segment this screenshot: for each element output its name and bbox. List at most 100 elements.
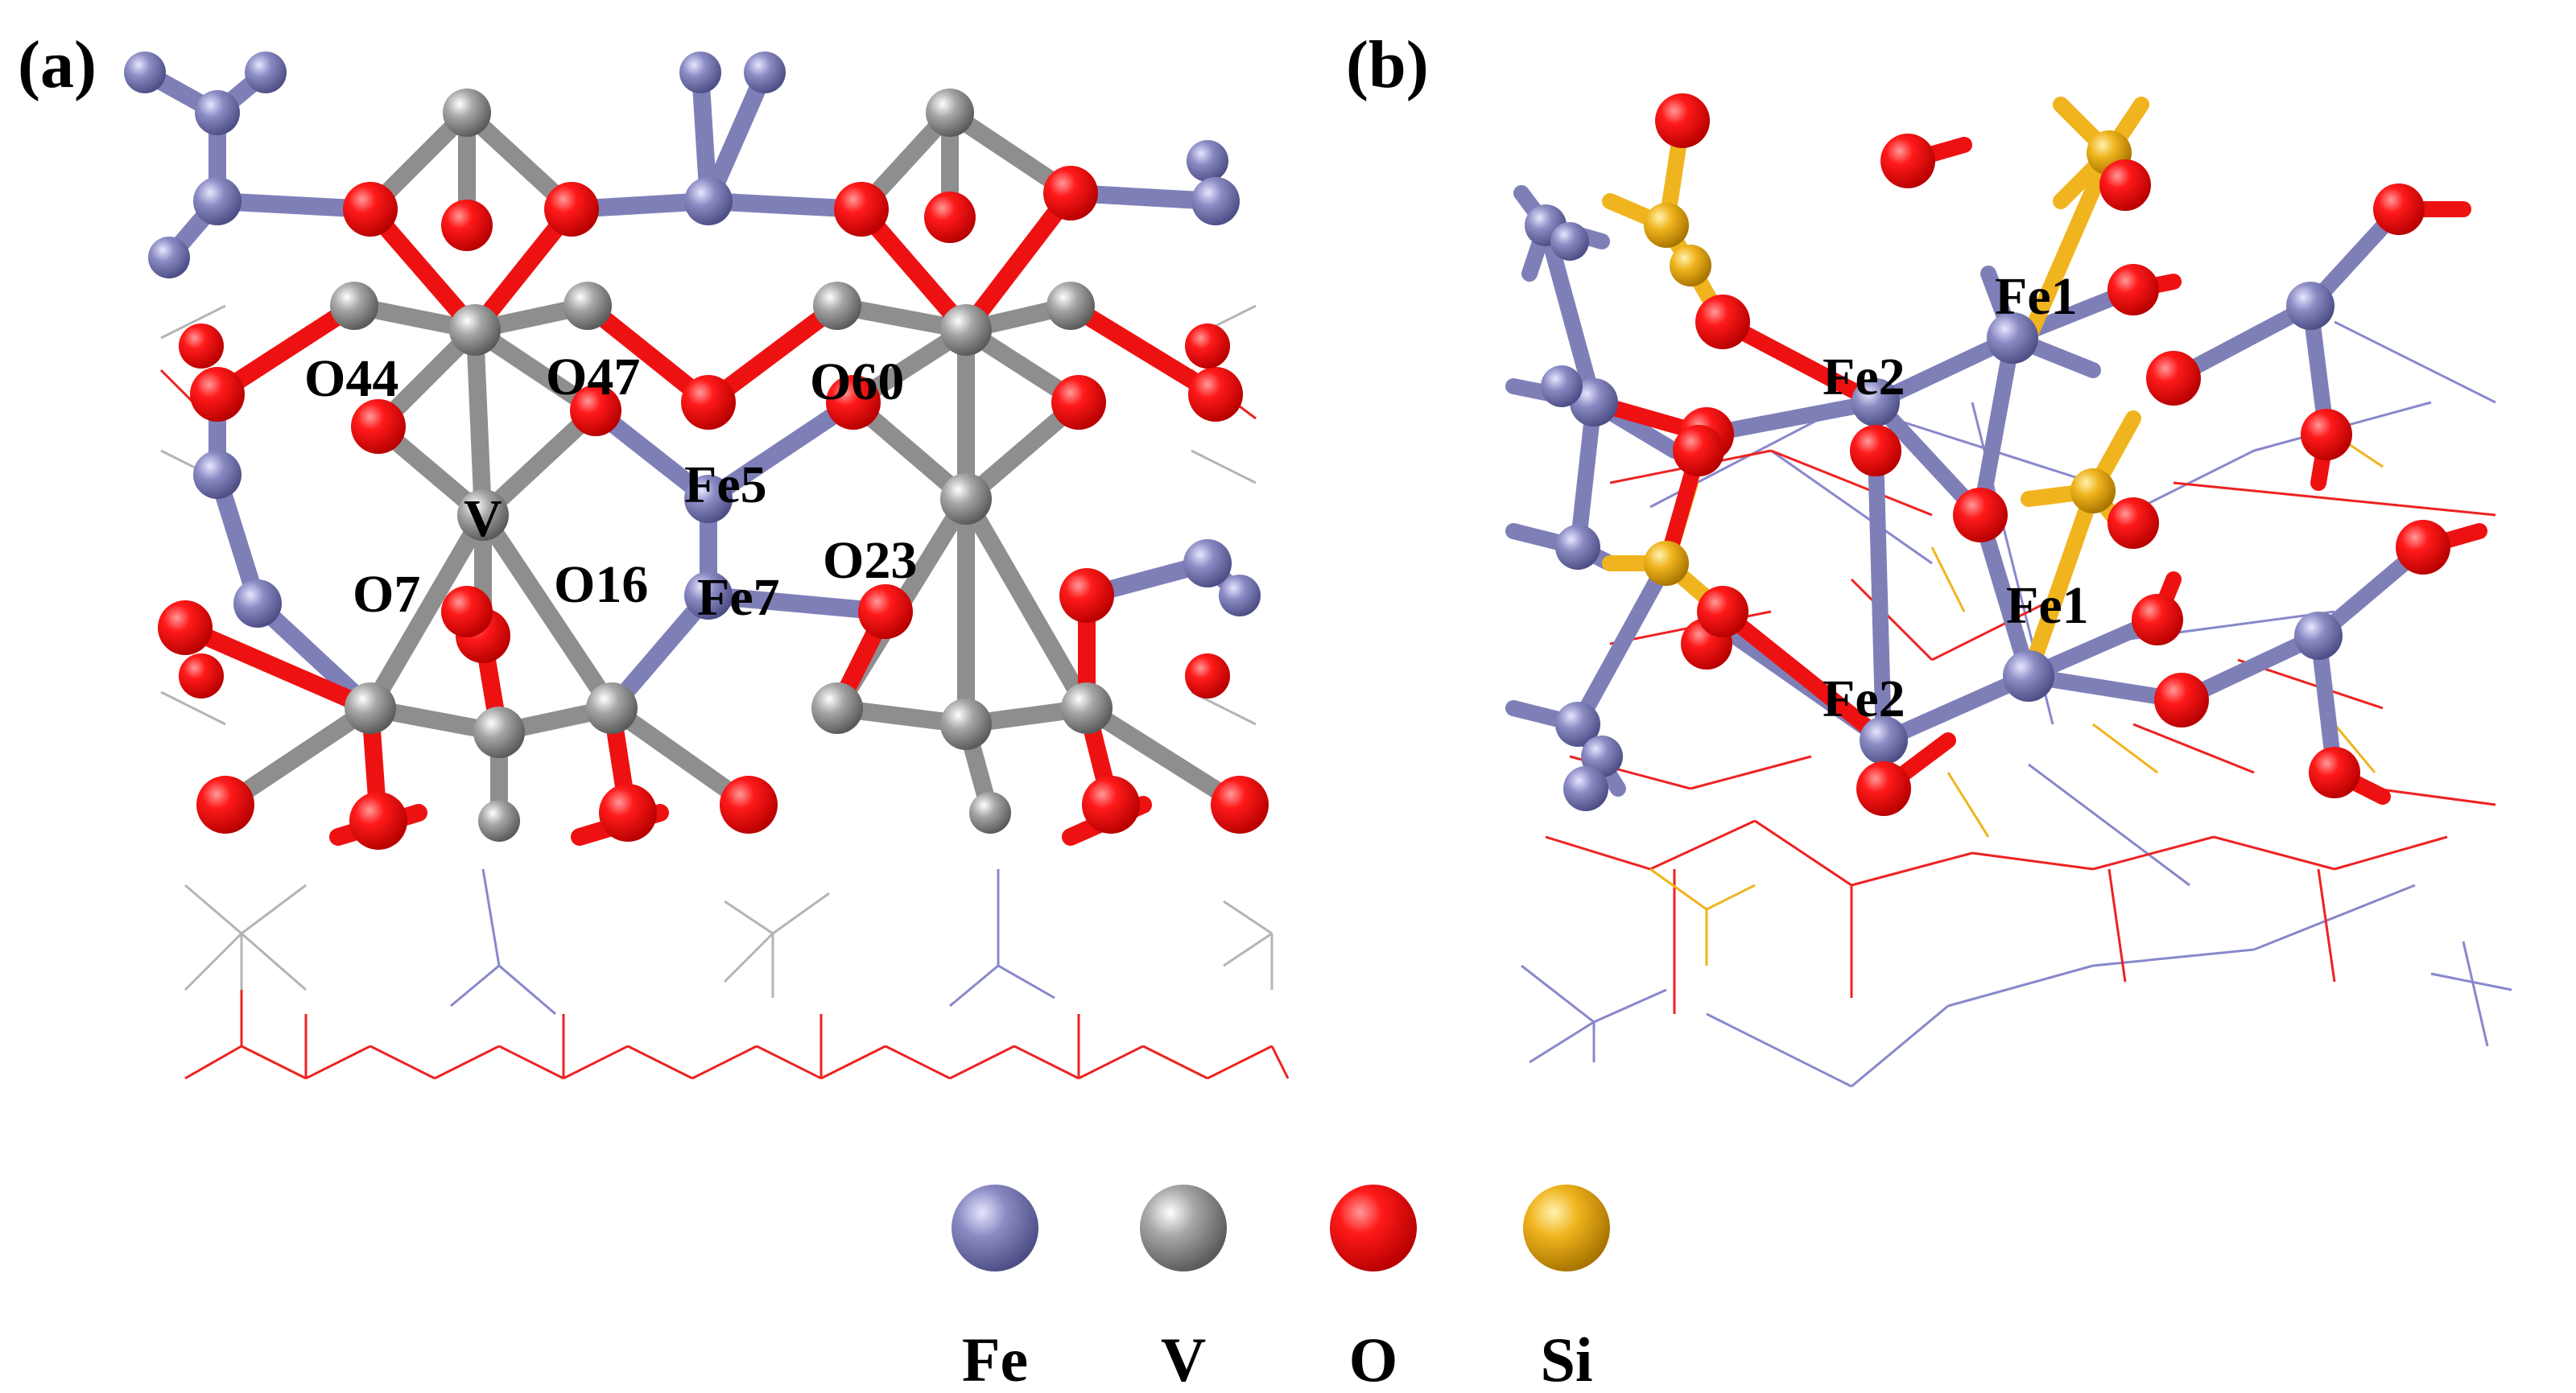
atom-a-o-47	[158, 600, 213, 655]
atom-b-o-35	[2396, 520, 2450, 575]
bond-a-63	[1062, 297, 1224, 403]
bond-a-53	[217, 699, 379, 814]
atom-label-o7: O7	[353, 565, 420, 624]
atom-a-fe-6	[684, 177, 733, 225]
bond-a-55	[1078, 699, 1249, 814]
atom-label-v: V	[464, 489, 502, 548]
wire-a-30	[885, 1045, 951, 1080]
legend-swatch-o	[1330, 1185, 1417, 1271]
wire-b-31	[2317, 868, 2336, 983]
wire-b-51	[1946, 772, 1990, 838]
legend-swatch-fe	[952, 1185, 1038, 1271]
atom-b-fe-10	[2003, 650, 2054, 702]
wire-b-23	[1851, 851, 1973, 887]
atom-a-fe-4	[148, 237, 190, 278]
panel-a-label: (a)	[18, 27, 97, 102]
atom-b-o-25	[2107, 264, 2159, 315]
bond-b-18	[1876, 668, 2037, 748]
bond-b-6	[1570, 394, 1602, 555]
panel-a-wireframe	[159, 304, 1290, 1080]
wire-a-41	[160, 304, 226, 340]
atom-a-v-31	[1061, 682, 1113, 734]
atom-b-fe-5	[1555, 702, 1600, 747]
bond-b-38	[2021, 145, 2117, 346]
wire-b-3	[1529, 1020, 1595, 1064]
bond-b-50	[1715, 604, 1892, 748]
wire-a-11	[723, 932, 774, 983]
wire-a-6	[450, 964, 500, 1008]
atom-a-o-36	[544, 182, 599, 237]
atom-b-o-22	[1673, 425, 1724, 476]
atom-b-fe-9	[1860, 716, 1908, 765]
wire-a-36	[1270, 1045, 1290, 1079]
legend-item-fe: Fe	[952, 1185, 1038, 1393]
atom-b-o-29	[2132, 594, 2183, 645]
bond-b-20	[1972, 507, 2037, 684]
atom-a-v-32	[478, 800, 520, 842]
atom-b-si-15	[1670, 245, 1711, 286]
atom-a-o-59	[1185, 324, 1230, 369]
wire-a-5	[481, 868, 501, 966]
wire-b-47	[1930, 546, 1966, 612]
wire-b-9	[2462, 941, 2489, 1047]
wire-a-19	[241, 1045, 307, 1080]
bond-a-46	[957, 490, 1096, 717]
atom-a-fe-1	[195, 90, 240, 135]
wire-b-21	[1649, 819, 1756, 871]
legend-swatch-si	[1523, 1185, 1610, 1271]
atom-b-o-32	[2154, 673, 2209, 727]
atom-b-fe-4	[1555, 525, 1600, 570]
wire-b-41	[1690, 755, 1812, 790]
wire-a-18	[184, 1045, 242, 1080]
atom-a-o-56	[1082, 776, 1140, 834]
atom-a-o-40	[190, 367, 245, 422]
wire-a-28	[756, 1045, 822, 1080]
wire-a-14	[997, 964, 1055, 999]
wire-a-4	[241, 932, 307, 991]
atom-b-o-34	[2373, 183, 2425, 235]
bond-b-3	[1538, 217, 1602, 410]
wire-b-43	[2374, 787, 2496, 806]
wire-b-33	[1770, 449, 1933, 517]
atom-label-o47: O47	[546, 348, 640, 406]
legend-label-fe: Fe	[962, 1325, 1028, 1393]
wire-a-45	[160, 690, 226, 726]
wire-b-35	[2334, 497, 2496, 517]
bond-b-17	[1972, 330, 2021, 523]
wire-a-32	[1013, 1045, 1080, 1080]
wire-a-1	[241, 884, 307, 935]
wire-b-10	[2430, 972, 2512, 991]
atom-a-fe-11	[233, 579, 282, 628]
wire-a-33	[1078, 1045, 1144, 1080]
atom-a-v-24	[457, 489, 509, 541]
wire-b-1	[1593, 988, 1667, 1024]
atom-a-v-23	[1046, 282, 1095, 330]
panel-b	[1505, 93, 2512, 1088]
atom-a-o-61	[1185, 653, 1230, 699]
atom-label-fe7: Fe7	[697, 568, 780, 627]
bond-b-42	[2021, 483, 2101, 684]
wire-b-50	[2333, 723, 2376, 773]
atom-a-o-34	[343, 182, 398, 237]
bond-b-11	[1570, 555, 1674, 732]
atom-a-v-25	[940, 473, 992, 525]
wire-b-4	[1706, 1012, 1852, 1088]
atom-b-fe-12	[2294, 612, 2343, 660]
wire-a-15	[1223, 900, 1273, 935]
wire-b-14	[2334, 320, 2496, 404]
atom-label-fe2-bottom: Fe2	[1823, 670, 1905, 728]
bond-a-16	[700, 394, 862, 508]
atom-a-v-20	[926, 89, 974, 137]
wire-b-6	[1947, 964, 2094, 1008]
atom-a-fe-10	[193, 451, 242, 499]
atom-a-o-42	[681, 375, 736, 430]
legend-item-o: O	[1330, 1185, 1417, 1393]
bond-a-29	[466, 321, 492, 524]
wire-a-24	[498, 1045, 564, 1080]
atom-b-o-26	[2146, 351, 2201, 406]
atom-a-o-52	[196, 776, 254, 834]
atom-a-o-46	[1188, 367, 1243, 422]
atom-b-o-37	[2309, 747, 2360, 798]
wire-b-24	[1971, 851, 2094, 871]
